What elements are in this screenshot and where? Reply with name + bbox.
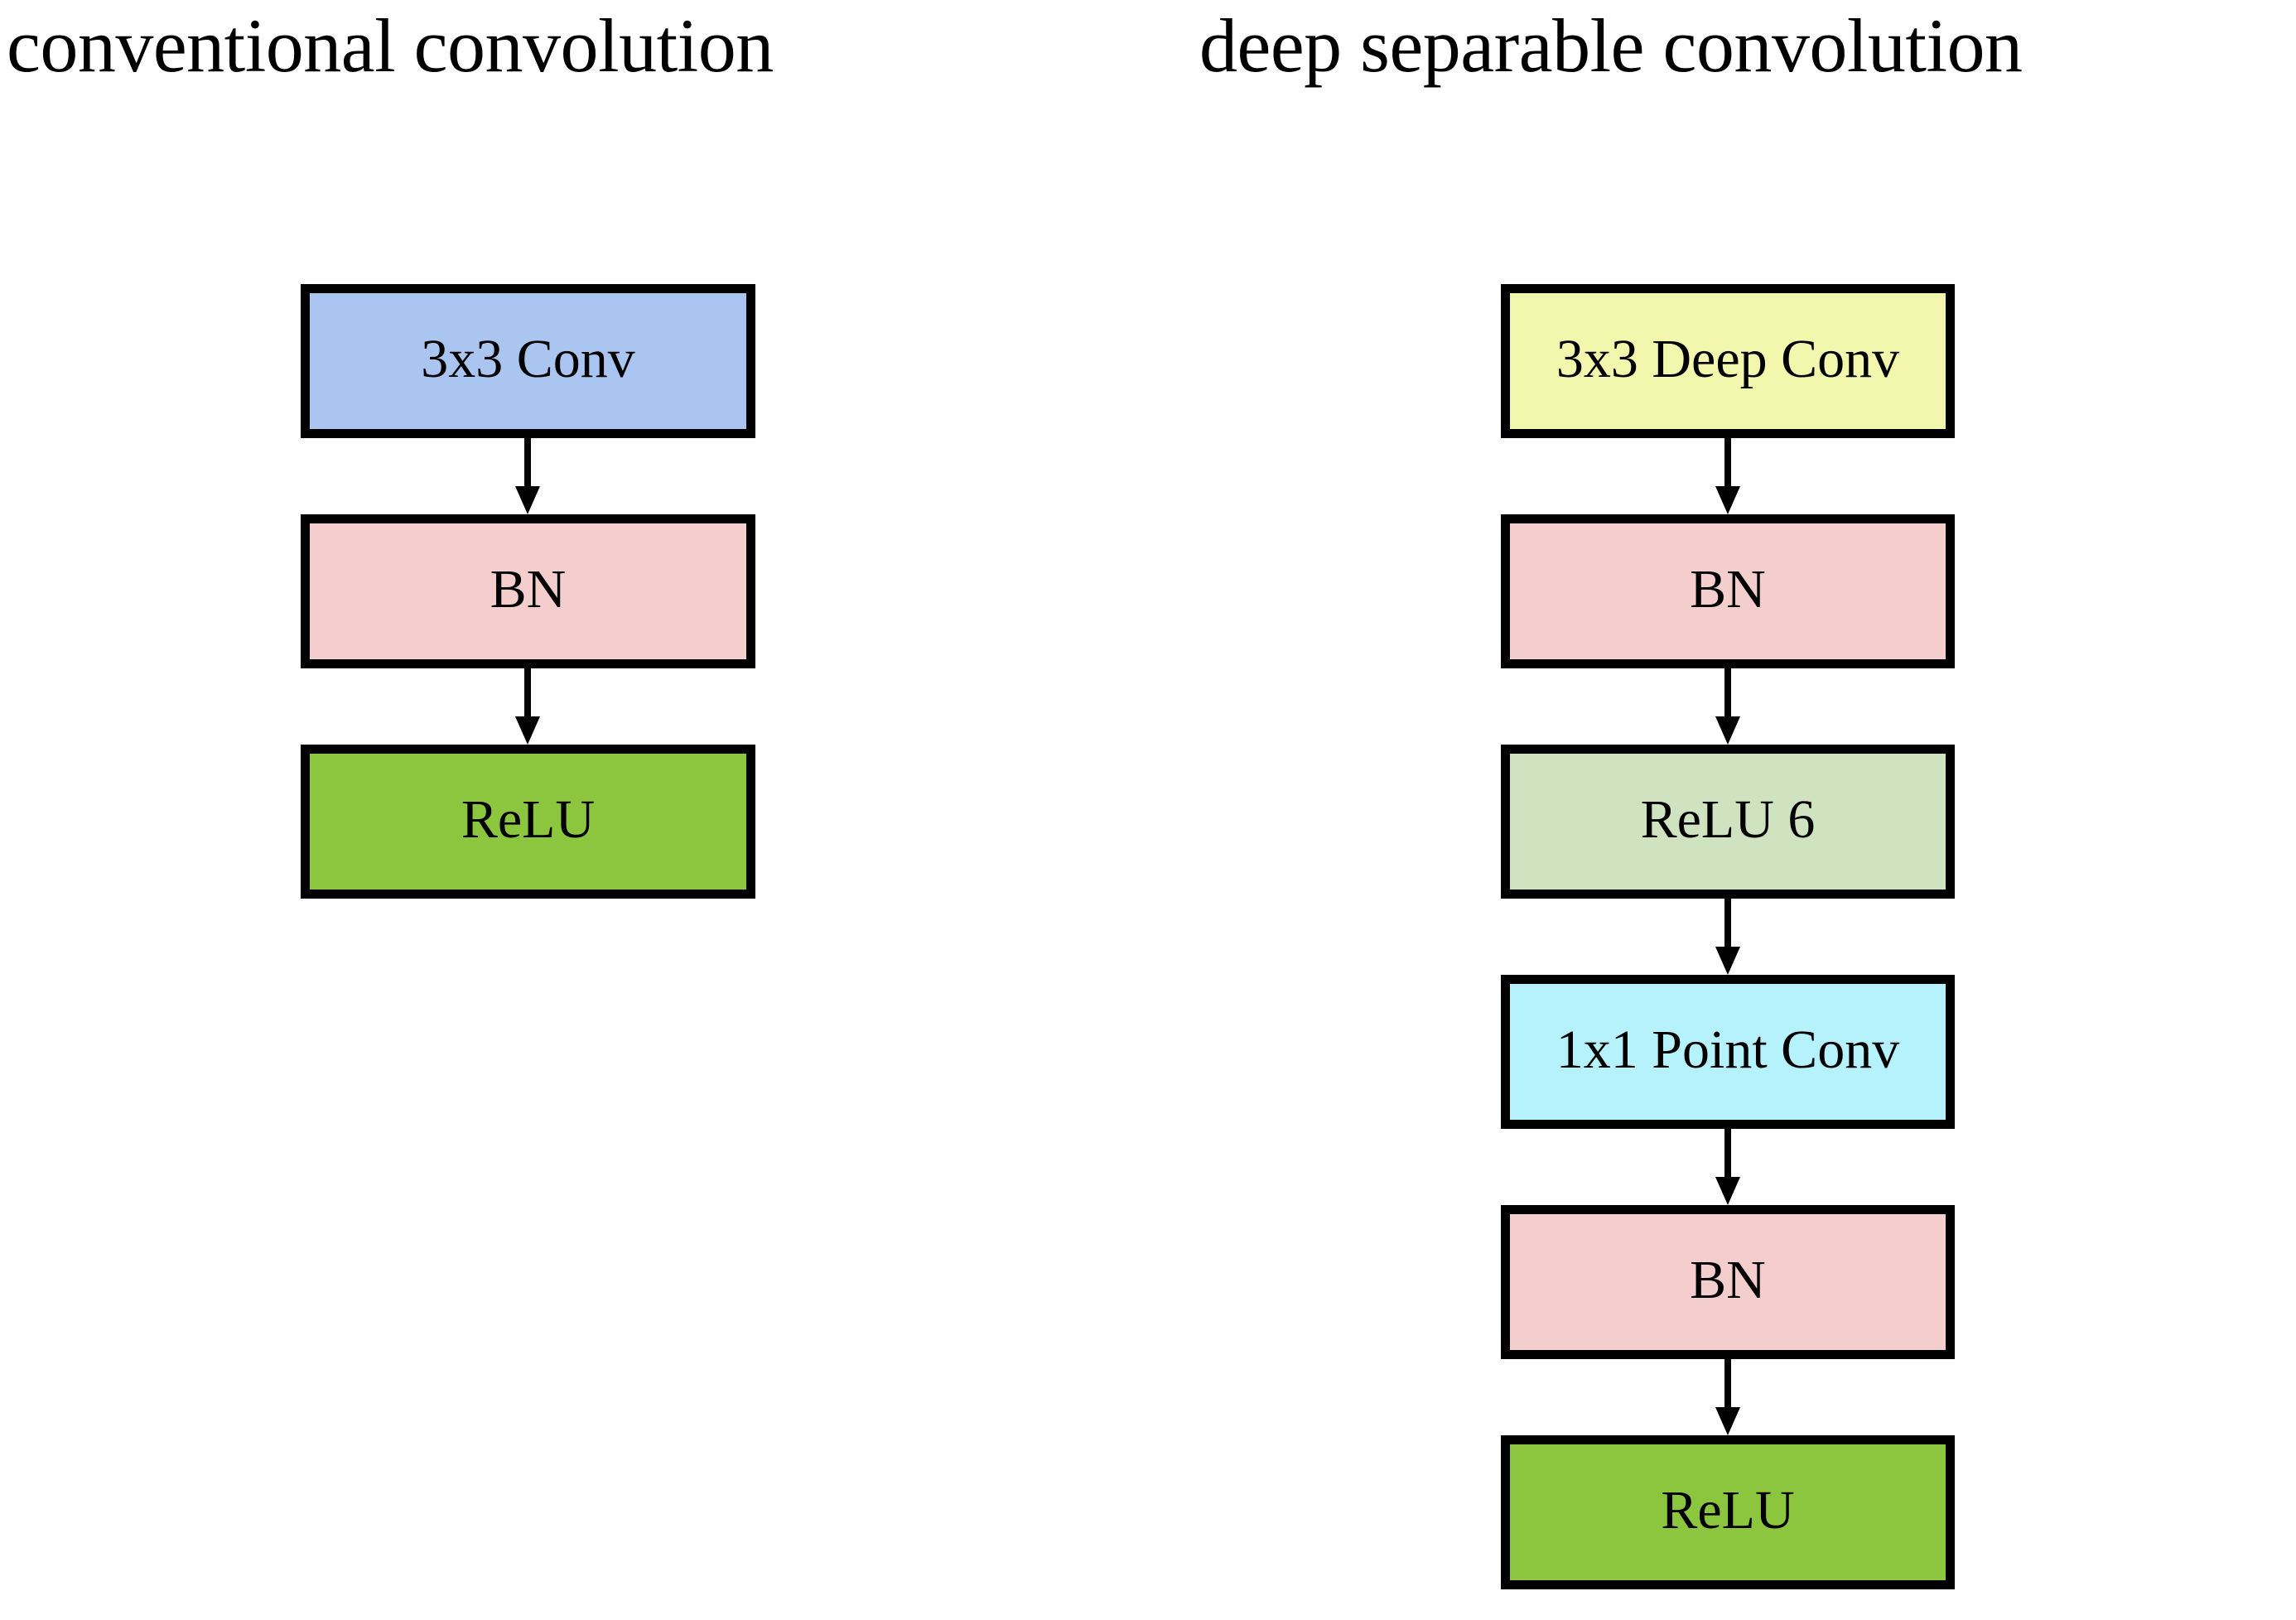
arrow-shaft — [524, 668, 531, 716]
node-label: ReLU — [1661, 1480, 1795, 1540]
arrow-head — [1715, 486, 1740, 514]
node-label: BN — [490, 559, 567, 620]
node-label: 3x3 Conv — [421, 329, 635, 389]
column-title-deep-separable: deep separable convolution — [1199, 3, 2023, 88]
node-relu[interactable]: ReLU — [1501, 1435, 1955, 1589]
node-relu[interactable]: ReLU — [301, 745, 755, 899]
node-label: BN — [1690, 559, 1766, 620]
arrow-deepconv-to-bn — [1715, 438, 1740, 514]
arrow-shaft — [1724, 899, 1731, 947]
arrow-shaft — [1724, 668, 1731, 716]
arrow-conv-to-bn — [515, 438, 540, 514]
arrow-bn-to-relu — [515, 668, 540, 745]
node-bn-2[interactable]: BN — [1501, 1205, 1955, 1359]
arrow-bn-to-relu6 — [1715, 668, 1740, 745]
node-3x3-conv[interactable]: 3x3 Conv — [301, 284, 755, 438]
arrow-bn-to-relu — [1715, 1359, 1740, 1435]
arrow-head — [1715, 947, 1740, 975]
arrow-head — [515, 716, 540, 745]
arrow-shaft — [1724, 438, 1731, 486]
arrow-relu6-to-pointconv — [1715, 899, 1740, 975]
node-bn-1[interactable]: BN — [1501, 514, 1955, 668]
arrow-shaft — [524, 438, 531, 486]
arrow-head — [1715, 1407, 1740, 1435]
node-label: ReLU — [461, 789, 596, 850]
arrow-head — [515, 486, 540, 514]
node-bn-1[interactable]: BN — [301, 514, 755, 668]
arrow-head — [1715, 716, 1740, 745]
node-relu6[interactable]: ReLU 6 — [1501, 745, 1955, 899]
node-label: ReLU 6 — [1640, 789, 1816, 850]
arrow-head — [1715, 1177, 1740, 1205]
node-1x1-point-conv[interactable]: 1x1 Point Conv — [1501, 975, 1955, 1129]
arrow-shaft — [1724, 1359, 1731, 1407]
node-label: 3x3 Deep Conv — [1556, 329, 1900, 389]
column-title-conventional: conventional convolution — [7, 3, 774, 88]
node-label: 1x1 Point Conv — [1556, 1020, 1900, 1080]
node-label: BN — [1690, 1250, 1766, 1310]
node-3x3-deep-conv[interactable]: 3x3 Deep Conv — [1501, 284, 1955, 438]
arrow-pointconv-to-bn — [1715, 1129, 1740, 1205]
arrow-shaft — [1724, 1129, 1731, 1177]
